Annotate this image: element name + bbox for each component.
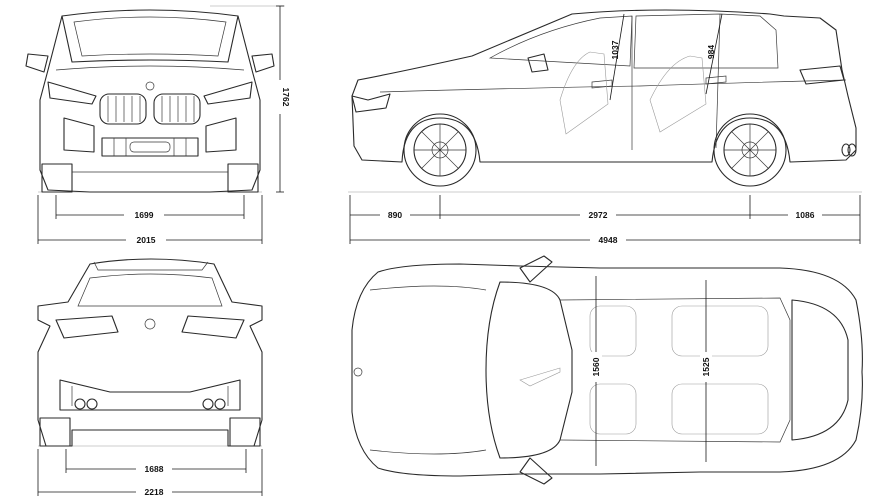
- dim-front-shoulder: 1560: [591, 357, 601, 376]
- dim-width-mirrors: 2218: [145, 487, 164, 497]
- dim-rear-track: 1688: [145, 464, 164, 474]
- dim-height: 1762: [281, 88, 291, 107]
- dim-front-track: 1699: [135, 210, 154, 220]
- dimension-labels: 1699 2015 1762 890 2972 1086 4948 1037 9…: [124, 40, 822, 498]
- side-view: [348, 9, 862, 193]
- dim-rear-shoulder: 1525: [701, 357, 711, 376]
- dim-front-width: 2015: [137, 235, 156, 245]
- dim-rear-headroom: 984: [706, 45, 716, 59]
- dim-front-headroom: 1037: [610, 40, 620, 59]
- dim-front-overhang: 890: [388, 210, 402, 220]
- rear-view: [37, 258, 263, 447]
- dim-rear-overhang: 1086: [796, 210, 815, 220]
- dim-length: 4948: [599, 235, 618, 245]
- front-view: [25, 5, 285, 193]
- dimension-lines: [37, 5, 861, 496]
- dim-wheelbase: 2972: [589, 210, 608, 220]
- top-view: [351, 255, 863, 485]
